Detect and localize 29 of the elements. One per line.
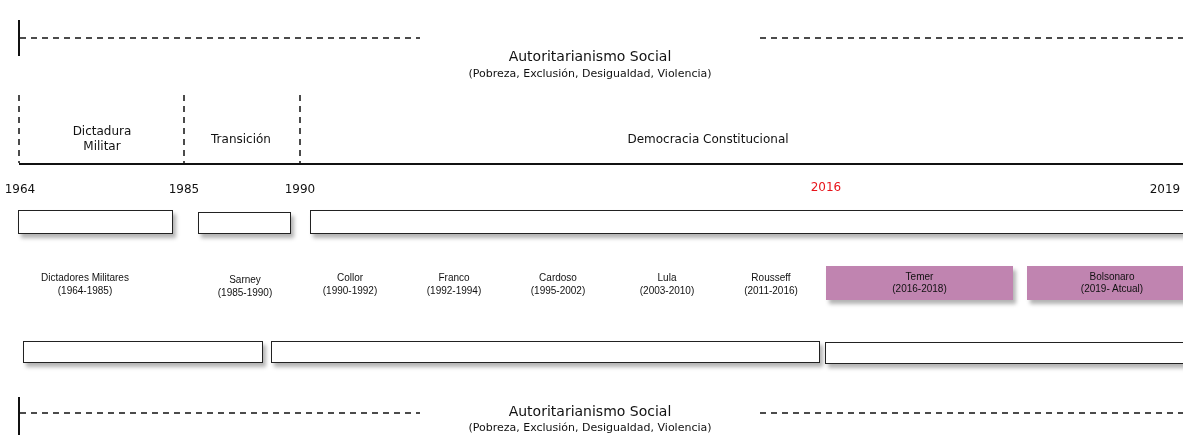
period-bar [23,341,263,363]
president-label: Cardoso (1995-2002) [529,272,587,297]
subtitle: (Pobreza, Exclusión, Desigualdad, Violencia) [467,421,713,435]
year-label: 2019 [1148,182,1182,197]
era-label: Dictadura Militar [71,124,133,154]
period-bar [825,342,1183,364]
heading-text: Autoritarianismo Social [507,403,673,421]
president-label: Bolsonaro (2019- Atcual) [1079,270,1145,296]
period-bar [310,210,1183,234]
president-label: Temer (2016-2018) [891,270,948,296]
period-bar [271,341,820,363]
highlight-box [826,266,1013,300]
president-label: Dictadores Militares (1964-1985) [40,272,130,297]
year-label: 1985 [167,182,201,197]
era-label: Transición [210,132,272,147]
president-label: Rousseff (2011-2016) [743,272,799,297]
president-label: Sarney (1985-1990) [216,274,274,299]
president-label: Collor (1990-1992) [321,272,379,297]
president-label: Franco (1992-1994) [425,272,483,297]
subtitle: (Pobreza, Exclusión, Desigualdad, Violencia) [467,67,713,81]
highlight-box [1027,266,1183,300]
era-label: Democracia Constitucional [626,132,790,147]
year-label: 2016 [809,180,843,195]
period-bar [18,210,173,234]
year-label: 1990 [283,182,317,197]
heading-text: Autoritarianismo Social [507,48,673,66]
president-label: Lula (2003-2010) [638,272,696,297]
period-bar [198,212,291,234]
year-label: 1964 [3,182,37,197]
